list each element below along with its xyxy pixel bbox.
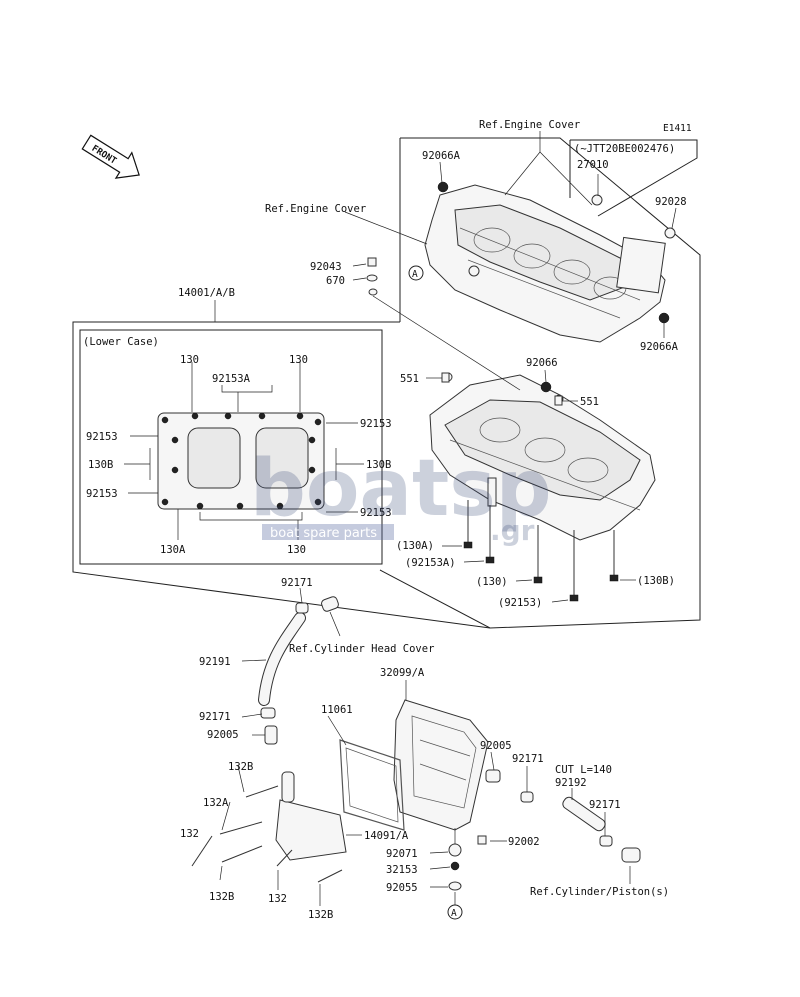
clamp-92171-top: [295, 602, 309, 614]
part-label-14091: 14091/A: [364, 830, 409, 842]
lower-case-plan-view: [157, 412, 325, 510]
inset-label-130-bottom: 130: [287, 544, 306, 556]
part-label-92171-far: 92171: [589, 799, 621, 811]
oring-670: [366, 274, 378, 282]
label-serial-note: (~JTT20BE002476): [574, 143, 675, 155]
cover-plate-14091: [275, 771, 347, 861]
part-label-32153: 32153: [386, 864, 418, 876]
front-arrow-icon: FRONT: [81, 134, 140, 179]
part-label-132B-br: 132B: [308, 909, 333, 921]
part-label-92055: 92055: [386, 882, 418, 894]
part-label-132B-top: 132B: [228, 761, 253, 773]
bolt-label-130B: (130B): [637, 575, 675, 587]
part-label-670: 670: [326, 275, 345, 287]
part-label-551-right: 551: [580, 396, 599, 408]
part-label-11061: 11061: [321, 704, 353, 716]
watermark-sub: boat spare parts: [270, 526, 377, 541]
inset-label-92153A: 92153A: [212, 373, 251, 385]
cover-bolts: [191, 785, 343, 883]
watermark: boatsp .gr boat spare parts: [250, 444, 552, 547]
clamp-92171-mid: [260, 707, 276, 719]
part-label-92002: 92002: [508, 836, 540, 848]
dowel-551-right: [554, 395, 563, 406]
part-label-132A: 132A: [203, 797, 229, 809]
diagram-code: E1411: [663, 123, 692, 134]
dowel-92043: [367, 257, 377, 267]
part-label-92191: 92191: [199, 656, 231, 668]
inset-label-92153-br: 92153: [360, 507, 392, 519]
label-cut-length: CUT L=140: [555, 764, 612, 776]
inset-label-130A: 130A: [160, 544, 186, 556]
watermark-suffix: .gr: [490, 514, 535, 547]
part-label-14001: 14001/A/B: [178, 287, 235, 299]
inset-label-130B-right: 130B: [366, 459, 391, 471]
ref-A-top-circle: [408, 265, 424, 281]
part-label-92066A-top: 92066A: [422, 150, 461, 162]
pipe-92192: [520, 791, 641, 863]
fitting-cyl-head: [321, 596, 339, 612]
part-label-132B-bl: 132B: [209, 891, 234, 903]
bolt-label-130: (130): [476, 576, 508, 588]
inset-label-92153-tr: 92153: [360, 418, 392, 430]
part-label-92028: 92028: [655, 196, 687, 208]
label-ref-engine-cover-top: Ref.Engine Cover: [479, 119, 580, 131]
dowel-551-left: [441, 372, 450, 383]
ring-A-top: [368, 288, 378, 296]
bolt-label-92153A: (92153A): [405, 557, 456, 569]
part-label-92005-right: 92005: [480, 740, 512, 752]
label-ref-cylinder-piston: Ref.Cylinder/Piston(s): [530, 886, 669, 898]
watermark-main: boatsp: [250, 444, 552, 534]
drain-parts: A: [447, 828, 487, 920]
upper-case-frame: [379, 137, 701, 629]
gasket-11061: [339, 739, 405, 831]
fitting-92005-left: [264, 725, 278, 745]
part-label-551-left: 551: [400, 373, 419, 385]
part-label-92171-right: 92171: [512, 753, 544, 765]
part-label-92171-mid: 92171: [199, 711, 231, 723]
crankcase-bolts: [463, 500, 619, 602]
label-ref-engine-cover-left: Ref.Engine Cover: [265, 203, 366, 215]
inset-label-130B-left: 130B: [88, 459, 113, 471]
breather-cover: [393, 699, 501, 831]
bolt-label-130A: (130A): [396, 540, 434, 552]
ref-A-top: A: [412, 269, 418, 280]
part-label-92066A-right: 92066A: [640, 341, 679, 353]
inset-label-130-right: 130: [289, 354, 308, 366]
upper-crankcase: [424, 181, 676, 343]
part-label-92005-left: 92005: [207, 729, 239, 741]
part-label-92192: 92192: [555, 777, 587, 789]
breather-hose: [258, 612, 306, 706]
part-label-92066: 92066: [526, 357, 558, 369]
bolt-label-92153: (92153): [498, 597, 542, 609]
inset-label-92153-tl: 92153: [86, 431, 118, 443]
lower-case-box: (Lower Case): [72, 321, 491, 629]
label-ref-cylinder-head-cover: Ref.Cylinder Head Cover: [289, 643, 434, 655]
part-label-92043: 92043: [310, 261, 342, 273]
lower-case-label: (Lower Case): [83, 336, 159, 348]
part-label-27010: 27010: [577, 159, 609, 171]
ref-A-bottom: A: [451, 908, 457, 919]
inset-label-92153-bl: 92153: [86, 488, 118, 500]
part-label-32099: 32099/A: [380, 667, 425, 679]
part-label-92071: 92071: [386, 848, 418, 860]
part-label-132-bottom: 132: [268, 893, 287, 905]
part-label-132-left: 132: [180, 828, 199, 840]
inset-label-130-left: 130: [180, 354, 199, 366]
part-label-92171-top: 92171: [281, 577, 313, 589]
